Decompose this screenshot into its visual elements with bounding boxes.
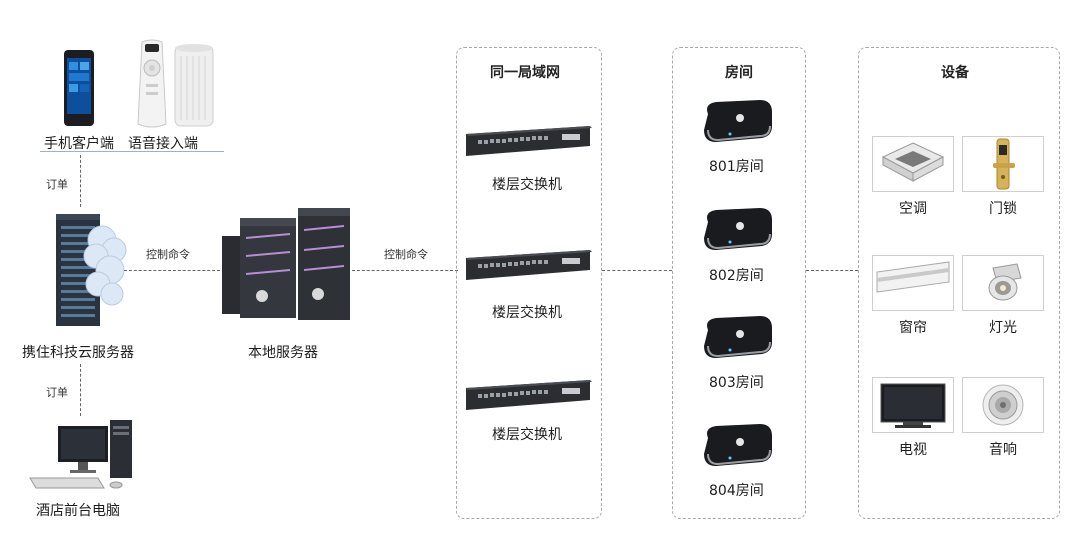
floor-switch-icon [464,122,592,164]
device-label-aircon: 空调 [899,201,927,217]
local-server-label: 本地服务器 [248,345,318,361]
device-label-curtain: 窗帘 [899,320,927,336]
room-label-802: 802房间 [709,268,764,284]
curtain-icon [876,261,950,293]
order-label-top: 订单 [46,178,68,191]
air-conditioner-tile [872,136,954,192]
room-label-803: 803房间 [709,375,764,391]
control-label-left: 控制命令 [146,248,190,261]
cloud-server-label: 携住科技云服务器 [22,345,134,361]
tv-icon [880,383,946,428]
speaker-tile [962,377,1044,433]
phone-client-label: 手机客户端 [44,136,114,152]
room-label-801: 801房间 [709,159,764,175]
spotlight-icon [988,263,1022,301]
device-label-lock: 门锁 [989,201,1017,217]
order-link-top [80,155,81,207]
speaker-icon [982,384,1024,426]
order-link-bottom [80,364,81,416]
door-lock-tile [962,136,1044,192]
switch-label-3: 楼层交换机 [492,427,562,443]
tv-tile [872,377,954,433]
device-label-tv: 电视 [899,442,927,458]
devices-title: 设备 [941,65,969,81]
room-gateway-icon [700,312,776,362]
switch-label-2: 楼层交换机 [492,305,562,321]
room-label-804: 804房间 [709,483,764,499]
device-label-light: 灯光 [989,320,1017,336]
rooms-title: 房间 [725,65,753,81]
lan-rooms-link [602,270,672,271]
order-label-bottom: 订单 [46,386,68,399]
phone-icon [62,48,96,128]
air-conditioner-icon [881,142,945,182]
lan-panel [456,47,602,519]
room-gateway-icon [700,96,776,146]
devices-panel [858,47,1060,519]
voice-client-label: 语音接入端 [128,136,198,152]
spotlight-tile [962,255,1044,311]
frontdesk-label: 酒店前台电脑 [36,503,120,519]
voice-remote-icon [132,38,172,130]
floor-switch-icon [464,376,592,418]
door-lock-icon [993,138,1015,190]
local-server-icon [218,200,354,326]
lan-title: 同一局域网 [490,65,560,81]
frontdesk-computer-icon [28,418,138,494]
room-gateway-icon [700,204,776,254]
curtain-tile [872,255,954,311]
rooms-panel [672,47,806,519]
control-link-right [352,270,458,271]
rooms-devices-link [806,270,858,271]
clients-underline [40,151,224,152]
cloud-server-icon [52,210,128,330]
smart-speaker-icon [172,42,216,128]
device-label-speaker: 音响 [989,442,1017,458]
room-gateway-icon [700,420,776,470]
control-label-right: 控制命令 [384,248,428,261]
switch-label-1: 楼层交换机 [492,177,562,193]
control-link-left [124,270,220,271]
floor-switch-icon [464,246,592,288]
